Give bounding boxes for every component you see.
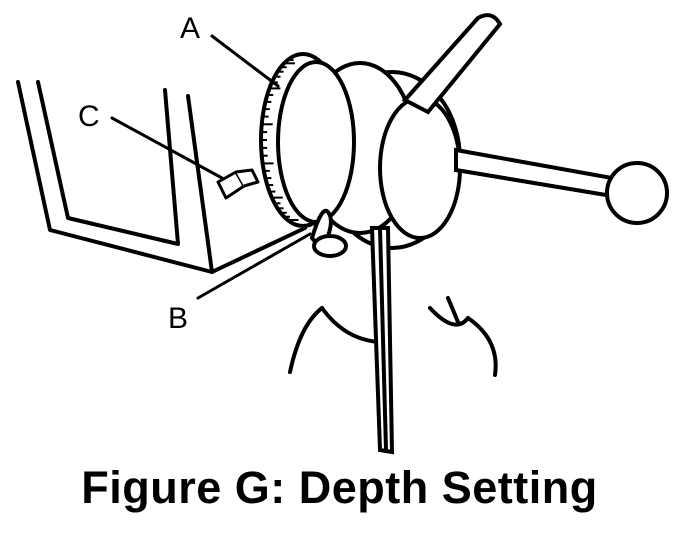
callout-c: C [78, 100, 100, 133]
handle-ball-knob [605, 161, 669, 225]
dial-scale-ticks [261, 59, 299, 221]
leader-lines [110, 34, 312, 300]
lock-knob [309, 208, 348, 258]
feed-handles [369, 13, 669, 455]
leader-line-b [196, 232, 312, 300]
quill-housing [288, 296, 498, 377]
callout-a: A [180, 12, 200, 45]
callout-b: B [168, 302, 188, 335]
figure-caption: Figure G: Depth Setting [81, 462, 598, 513]
stop-block [216, 168, 260, 200]
drill-press-frame [16, 80, 307, 274]
leader-line-c [110, 116, 224, 180]
leader-line-a [210, 34, 280, 88]
